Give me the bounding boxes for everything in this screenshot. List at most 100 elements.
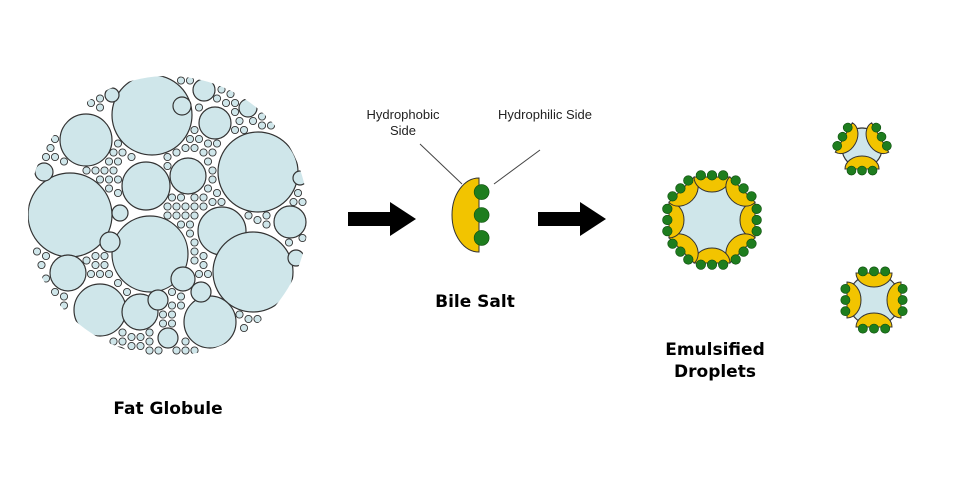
hydrophilic-head [675, 246, 686, 257]
fat-circle [59, 113, 113, 167]
bile-salt-unit [865, 122, 892, 155]
small-fat-circle [86, 269, 96, 279]
small-fat-circle [95, 269, 105, 279]
small-fat-circle [235, 310, 244, 319]
small-fat-circle [118, 337, 127, 346]
small-fat-circle [82, 166, 91, 175]
hydrophilic-head [751, 214, 762, 226]
small-fat-circle [190, 256, 199, 265]
small-fat-circle [100, 166, 109, 175]
bile-salt-unit [840, 281, 862, 319]
small-fat-circle [91, 166, 100, 175]
fat-circle [111, 204, 129, 222]
small-fat-circle [95, 103, 105, 112]
fat-circle [73, 283, 127, 337]
hydrophilic-head [897, 306, 908, 317]
bile-salt-unit [886, 281, 908, 319]
emulsified-label-line1: Emulsified [665, 340, 765, 360]
hydrophilic-head [857, 323, 868, 334]
small-fat-circle [176, 76, 186, 85]
small-fat-circle [113, 139, 123, 148]
bile-salt-unit [725, 175, 757, 207]
small-fat-circle [167, 193, 177, 202]
hydrophilic-head [706, 259, 718, 270]
hydrophilic-head [751, 226, 762, 237]
small-fat-circle [50, 134, 60, 144]
hydrophilic-head [876, 131, 887, 142]
hydrophilic-head [746, 238, 757, 249]
small-fat-circle [262, 211, 271, 220]
small-fat-circle [230, 107, 240, 117]
small-fat-circle [46, 143, 55, 153]
small-fat-circle [154, 346, 163, 355]
hydrophilic-head [683, 254, 694, 265]
small-fat-circle [158, 310, 168, 319]
hydrophobic-label-line1: Hydrophobic [366, 107, 440, 122]
small-fat-circle [172, 211, 181, 220]
fat-circle [287, 249, 305, 267]
small-fat-circle [253, 314, 262, 324]
small-fat-circle [136, 332, 145, 342]
bile-salt-unit [855, 312, 893, 334]
hydrophilic-head [840, 306, 851, 317]
small-fat-circle [203, 184, 213, 193]
small-fat-circle [122, 287, 132, 297]
hydrophilic-head [867, 165, 878, 176]
bile-salt-unit [662, 201, 685, 239]
small-fat-circle [208, 175, 217, 184]
hydrophilic-side-label: Hydrophilic Side [498, 107, 592, 122]
small-fat-circle [298, 233, 307, 243]
bile-salt-unit [693, 170, 731, 193]
bile-salt-unit [667, 175, 699, 207]
small-fat-circle [293, 188, 303, 198]
small-fat-circle [199, 148, 208, 157]
small-fat-circle [145, 328, 154, 337]
small-fat-circle [194, 134, 204, 144]
small-fat-circle [208, 166, 217, 175]
process-arrows [348, 202, 606, 236]
small-fat-circle [181, 211, 190, 220]
hydrophilic-head [738, 246, 749, 257]
fat-circle [111, 215, 189, 293]
fat-circle [198, 106, 232, 140]
small-fat-circle [91, 260, 100, 270]
hydrophilic-head [473, 230, 490, 246]
emulsified-droplets-label: Emulsified Droplets [650, 339, 780, 383]
small-fat-circle [59, 301, 69, 310]
small-fat-circle [185, 229, 195, 238]
hydrophilic-head [662, 226, 673, 237]
bile-salt-unit [693, 247, 731, 270]
small-fat-circle [113, 157, 123, 166]
small-fat-circle [208, 197, 217, 207]
small-fat-circle [181, 337, 190, 346]
small-fat-circle [158, 319, 168, 328]
small-fat-circle [104, 269, 114, 279]
small-fat-circle [41, 274, 51, 283]
fat-circle [99, 231, 121, 253]
fat-circle [170, 266, 196, 292]
bile-salt-unit [844, 155, 880, 176]
small-fat-circle [127, 152, 136, 162]
small-fat-circle [185, 134, 195, 144]
hydrophobic-body [451, 177, 480, 253]
hydrophilic-head [871, 122, 882, 133]
small-fat-circle [230, 125, 240, 135]
small-fat-circle [176, 220, 186, 229]
small-fat-circle [235, 116, 244, 126]
small-fat-circle [190, 346, 199, 355]
small-fat-circle [266, 121, 276, 130]
hydrophilic-head [695, 170, 706, 181]
hydrophilic-head [869, 323, 879, 334]
hydrophobic-body [844, 155, 880, 170]
fat-circle [157, 327, 179, 349]
fat-globule-label: Fat Globule [113, 399, 223, 419]
hydrophilic-head [837, 131, 848, 142]
hydrophilic-pointer [493, 149, 541, 185]
hydrophobic-body [886, 281, 902, 319]
bile-salt-unit [451, 177, 490, 253]
small-fat-circle [163, 211, 172, 220]
small-fat-circle [167, 319, 177, 328]
fat-circle [34, 162, 54, 182]
hydrophilic-head [857, 165, 867, 176]
emulsified-droplet [832, 122, 892, 176]
